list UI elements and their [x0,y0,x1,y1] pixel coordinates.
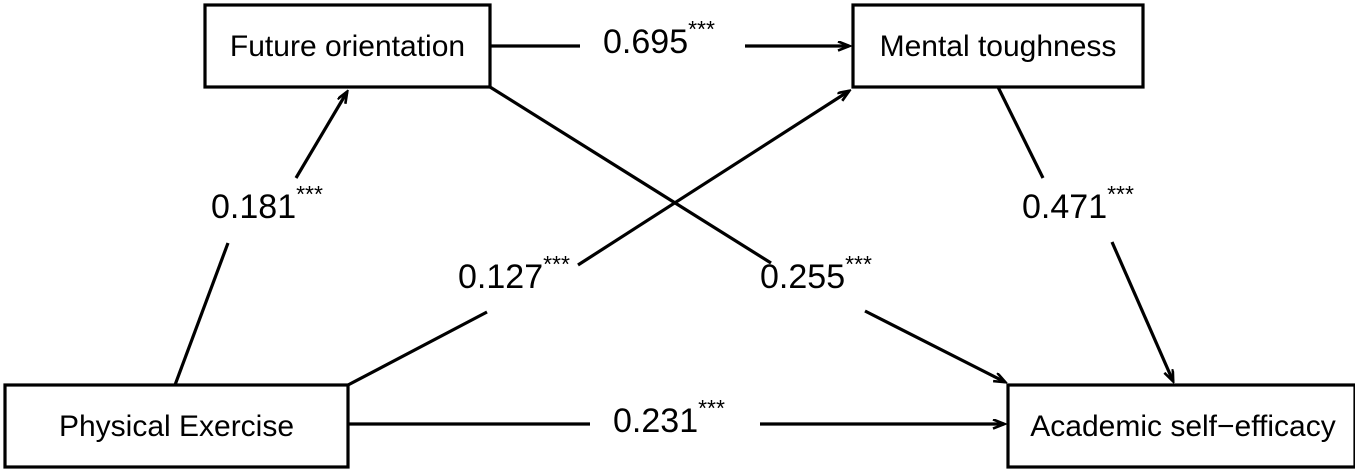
node-academic-self-efficacy-box [1006,383,1355,469]
coefficient-label-pe-to-ase: 0.231*** [613,395,725,440]
node-physical-exercise-label: Physical Exercise [59,410,294,443]
coefficient-label-fo-to-ase: 0.255*** [760,251,872,296]
coefficient-label-fo-to-mt: 0.695*** [603,16,715,61]
coefficient-value-pe-to-fo: 0.181 [211,188,296,226]
node-future-orientation-box [203,3,492,89]
edge-pe-to-mt [347,91,849,387]
edge-pe-to-fo-segment-lower [173,242,230,386]
coefficient-label-pe-to-fo: 0.181*** [211,181,323,226]
node-physical-exercise-box [3,383,350,469]
node-academic-self-efficacy-label: Academic self−efficacy [1030,410,1335,443]
edge-mt-to-ase [996,86,1173,381]
coefficient-stars-fo-to-ase: *** [845,251,872,277]
coefficient-label-mt-to-ase: 0.471*** [1022,181,1134,226]
coefficient-value-fo-to-mt: 0.695 [603,23,688,61]
coefficient-stars-pe-to-mt: *** [543,251,570,277]
edge-fo-to-ase-segment-lower [864,309,1005,382]
edge-pe-to-mt-segment-lower [347,310,488,387]
coefficient-value-fo-to-ase: 0.255 [760,258,845,296]
node-future-orientation[interactable]: Future orientation [203,3,492,89]
edge-mt-to-ase-segment-lower [1110,241,1173,381]
node-mental-toughness-box [851,3,1145,89]
coefficient-label-pe-to-mt: 0.127*** [458,251,570,296]
coefficient-stars-pe-to-fo: *** [296,181,323,207]
node-academic-self-efficacy[interactable]: Academic self−efficacy [1006,383,1355,469]
coefficient-value-mt-to-ase: 0.471 [1022,188,1107,226]
coefficient-stars-fo-to-mt: *** [688,16,715,42]
node-mental-toughness[interactable]: Mental toughness [851,3,1145,89]
coefficient-value-pe-to-mt: 0.127 [458,258,543,296]
coefficient-value-pe-to-ase: 0.231 [613,402,698,440]
edge-mt-to-ase-segment-upper [996,86,1045,179]
edge-pe-to-mt-segment-upper [577,91,849,267]
node-physical-exercise[interactable]: Physical Exercise [3,383,350,469]
edge-pe-to-fo [173,92,347,386]
edge-fo-to-ase [489,85,1005,382]
node-mental-toughness-label: Mental toughness [880,30,1117,63]
edge-pe-to-fo-segment-upper [294,92,347,179]
coefficient-stars-mt-to-ase: *** [1107,181,1134,207]
coefficient-stars-pe-to-ase: *** [698,395,725,421]
node-future-orientation-label: Future orientation [230,30,465,63]
edge-fo-to-ase-segment-upper [489,85,772,265]
